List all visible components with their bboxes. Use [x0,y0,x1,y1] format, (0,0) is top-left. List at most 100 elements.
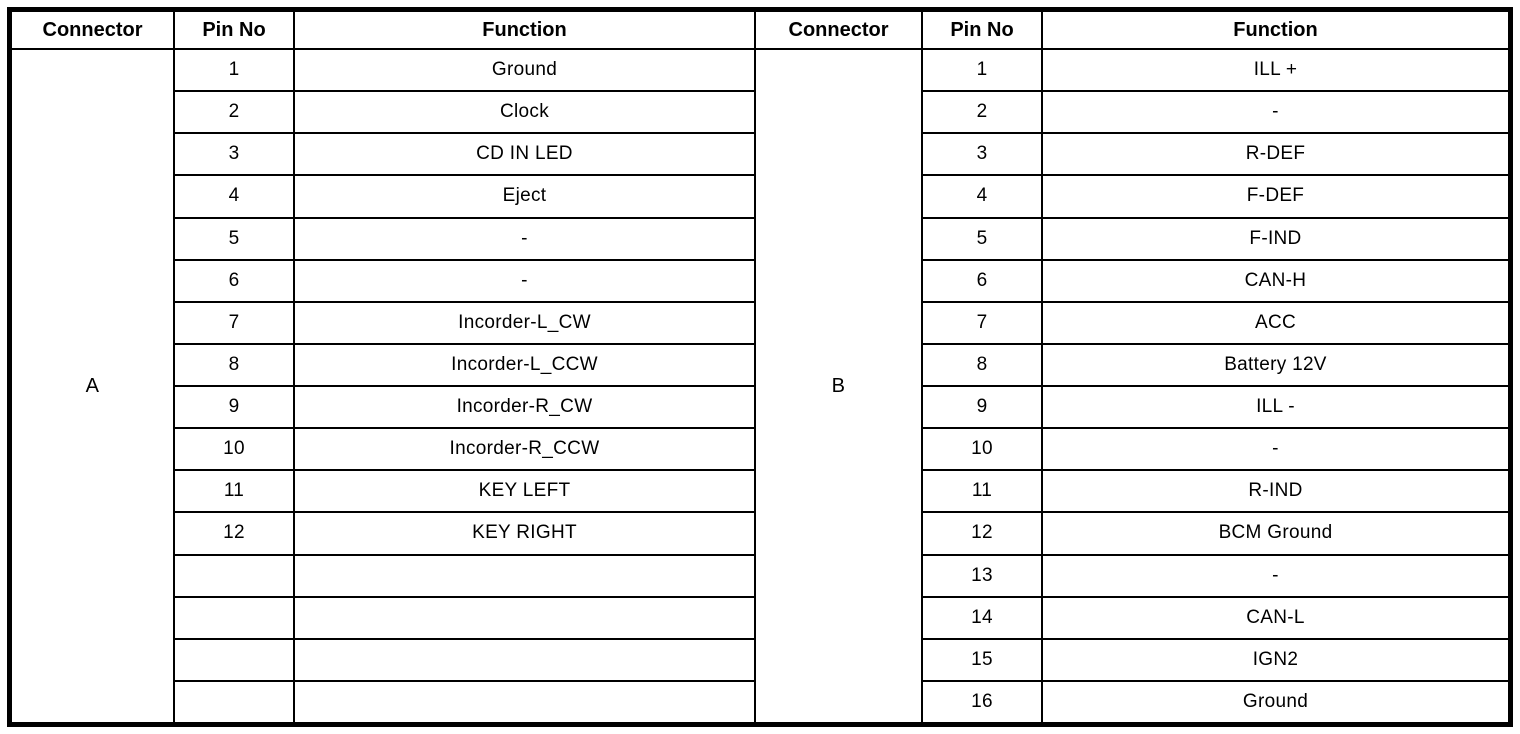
function-cell: Incorder-R_CW [293,384,756,430]
function-cell: - [1041,427,1508,472]
function-cell: Ground [1041,679,1508,722]
header-row: Connector Pin No Function [756,12,1508,50]
connector-column-header: Connector [12,12,175,50]
pin-number-cell: 12 [173,511,295,556]
function-column-header: Function [293,12,756,50]
table-row [12,637,756,682]
pin-number-cell: 10 [173,427,295,472]
pin-number-cell: 2 [921,90,1043,135]
pin-number-cell [173,553,295,598]
function-cell: Incorder-L_CCW [293,342,756,388]
pin-no-column-header: Pin No [173,12,295,50]
table-row: 5- [12,216,756,261]
pin-number-cell: 8 [921,342,1043,388]
function-cell: KEY LEFT [293,469,756,514]
function-cell: F-IND [1041,216,1508,261]
function-cell: Incorder-R_CCW [293,427,756,472]
pin-no-column-header: Pin No [921,12,1043,50]
function-cell [293,595,756,640]
pin-number-cell: 2 [173,90,295,135]
function-cell: KEY RIGHT [293,511,756,556]
pin-number-cell: 3 [921,132,1043,177]
function-cell: - [1041,90,1508,135]
pin-number-cell [173,637,295,682]
function-cell: CAN-H [1041,258,1508,303]
header-row: Connector Pin No Function [12,12,756,50]
table-row: 2- [756,90,1508,135]
pin-number-cell: 3 [173,132,295,177]
function-cell: ILL - [1041,384,1508,430]
function-cell: R-DEF [1041,132,1508,177]
pin-number-cell: 9 [921,384,1043,430]
function-cell: - [293,258,756,303]
function-cell [293,679,756,722]
pin-number-cell: 8 [173,342,295,388]
pin-number-cell [173,595,295,640]
pin-number-cell: 9 [173,384,295,430]
pin-number-cell: 1 [921,47,1043,93]
function-cell: Ground [293,47,756,93]
pin-number-cell: 15 [921,637,1043,682]
connector-label: A [12,48,175,722]
pin-number-cell: 7 [921,300,1043,345]
pin-number-cell [173,679,295,722]
function-cell: Eject [293,174,756,219]
function-cell: Clock [293,90,756,135]
pin-number-cell: 7 [173,300,295,345]
function-cell [293,553,756,598]
pin-number-cell: 10 [921,427,1043,472]
table-row: 10- [756,427,1508,472]
table-row: 6- [12,258,756,303]
pin-number-cell: 6 [173,258,295,303]
pin-number-cell: 16 [921,679,1043,722]
table-row: 13- [756,553,1508,598]
connector-column-header: Connector [756,12,923,50]
function-cell: CD IN LED [293,132,756,177]
function-cell: BCM Ground [1041,511,1508,556]
function-cell: CAN-L [1041,595,1508,640]
function-cell: ACC [1041,300,1508,345]
pin-number-cell: 11 [173,469,295,514]
function-cell: Incorder-L_CW [293,300,756,345]
table-row [12,553,756,598]
function-cell [293,637,756,682]
pin-number-cell: 12 [921,511,1043,556]
connector-label: B [756,48,923,722]
pin-number-cell: 14 [921,595,1043,640]
pin-number-cell: 1 [173,47,295,93]
function-cell: Battery 12V [1041,342,1508,388]
table-row [12,679,756,722]
function-cell: F-DEF [1041,174,1508,219]
pin-number-cell: 5 [921,216,1043,261]
function-cell: - [1041,553,1508,598]
pin-number-cell: 13 [921,553,1043,598]
pin-number-cell: 4 [921,174,1043,219]
pin-number-cell: 6 [921,258,1043,303]
function-cell: - [293,216,756,261]
